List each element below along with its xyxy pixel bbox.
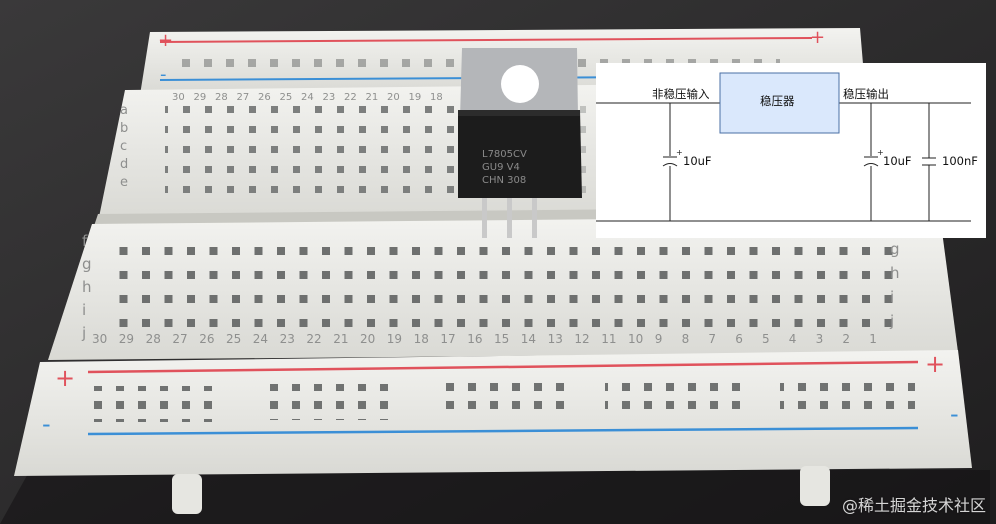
input-cap-plus: + (676, 148, 683, 157)
schematic-output-cap-label: 10uF (883, 154, 912, 168)
watermark: @稀土掘金技术社区 (841, 496, 986, 515)
schematic-input-cap-label: 10uF (683, 154, 712, 168)
schematic-input-label: 非稳压输入 (652, 87, 710, 101)
output-cap-plate-bottom (863, 163, 879, 167)
schematic-regulator-label: 稳压器 (760, 94, 795, 108)
regulator-schematic: + + 非稳压输入 稳压器 稳压输出 10uF 10uF 100nF (596, 63, 986, 238)
schematic-bypass-cap-label: 100nF (942, 154, 978, 168)
regulator-box (719, 72, 840, 134)
schematic-drawing: + + (596, 72, 971, 222)
output-cap-plus: + (877, 148, 884, 157)
input-cap-plate-bottom (662, 163, 678, 167)
schematic-output-label: 稳压输出 (843, 87, 889, 101)
